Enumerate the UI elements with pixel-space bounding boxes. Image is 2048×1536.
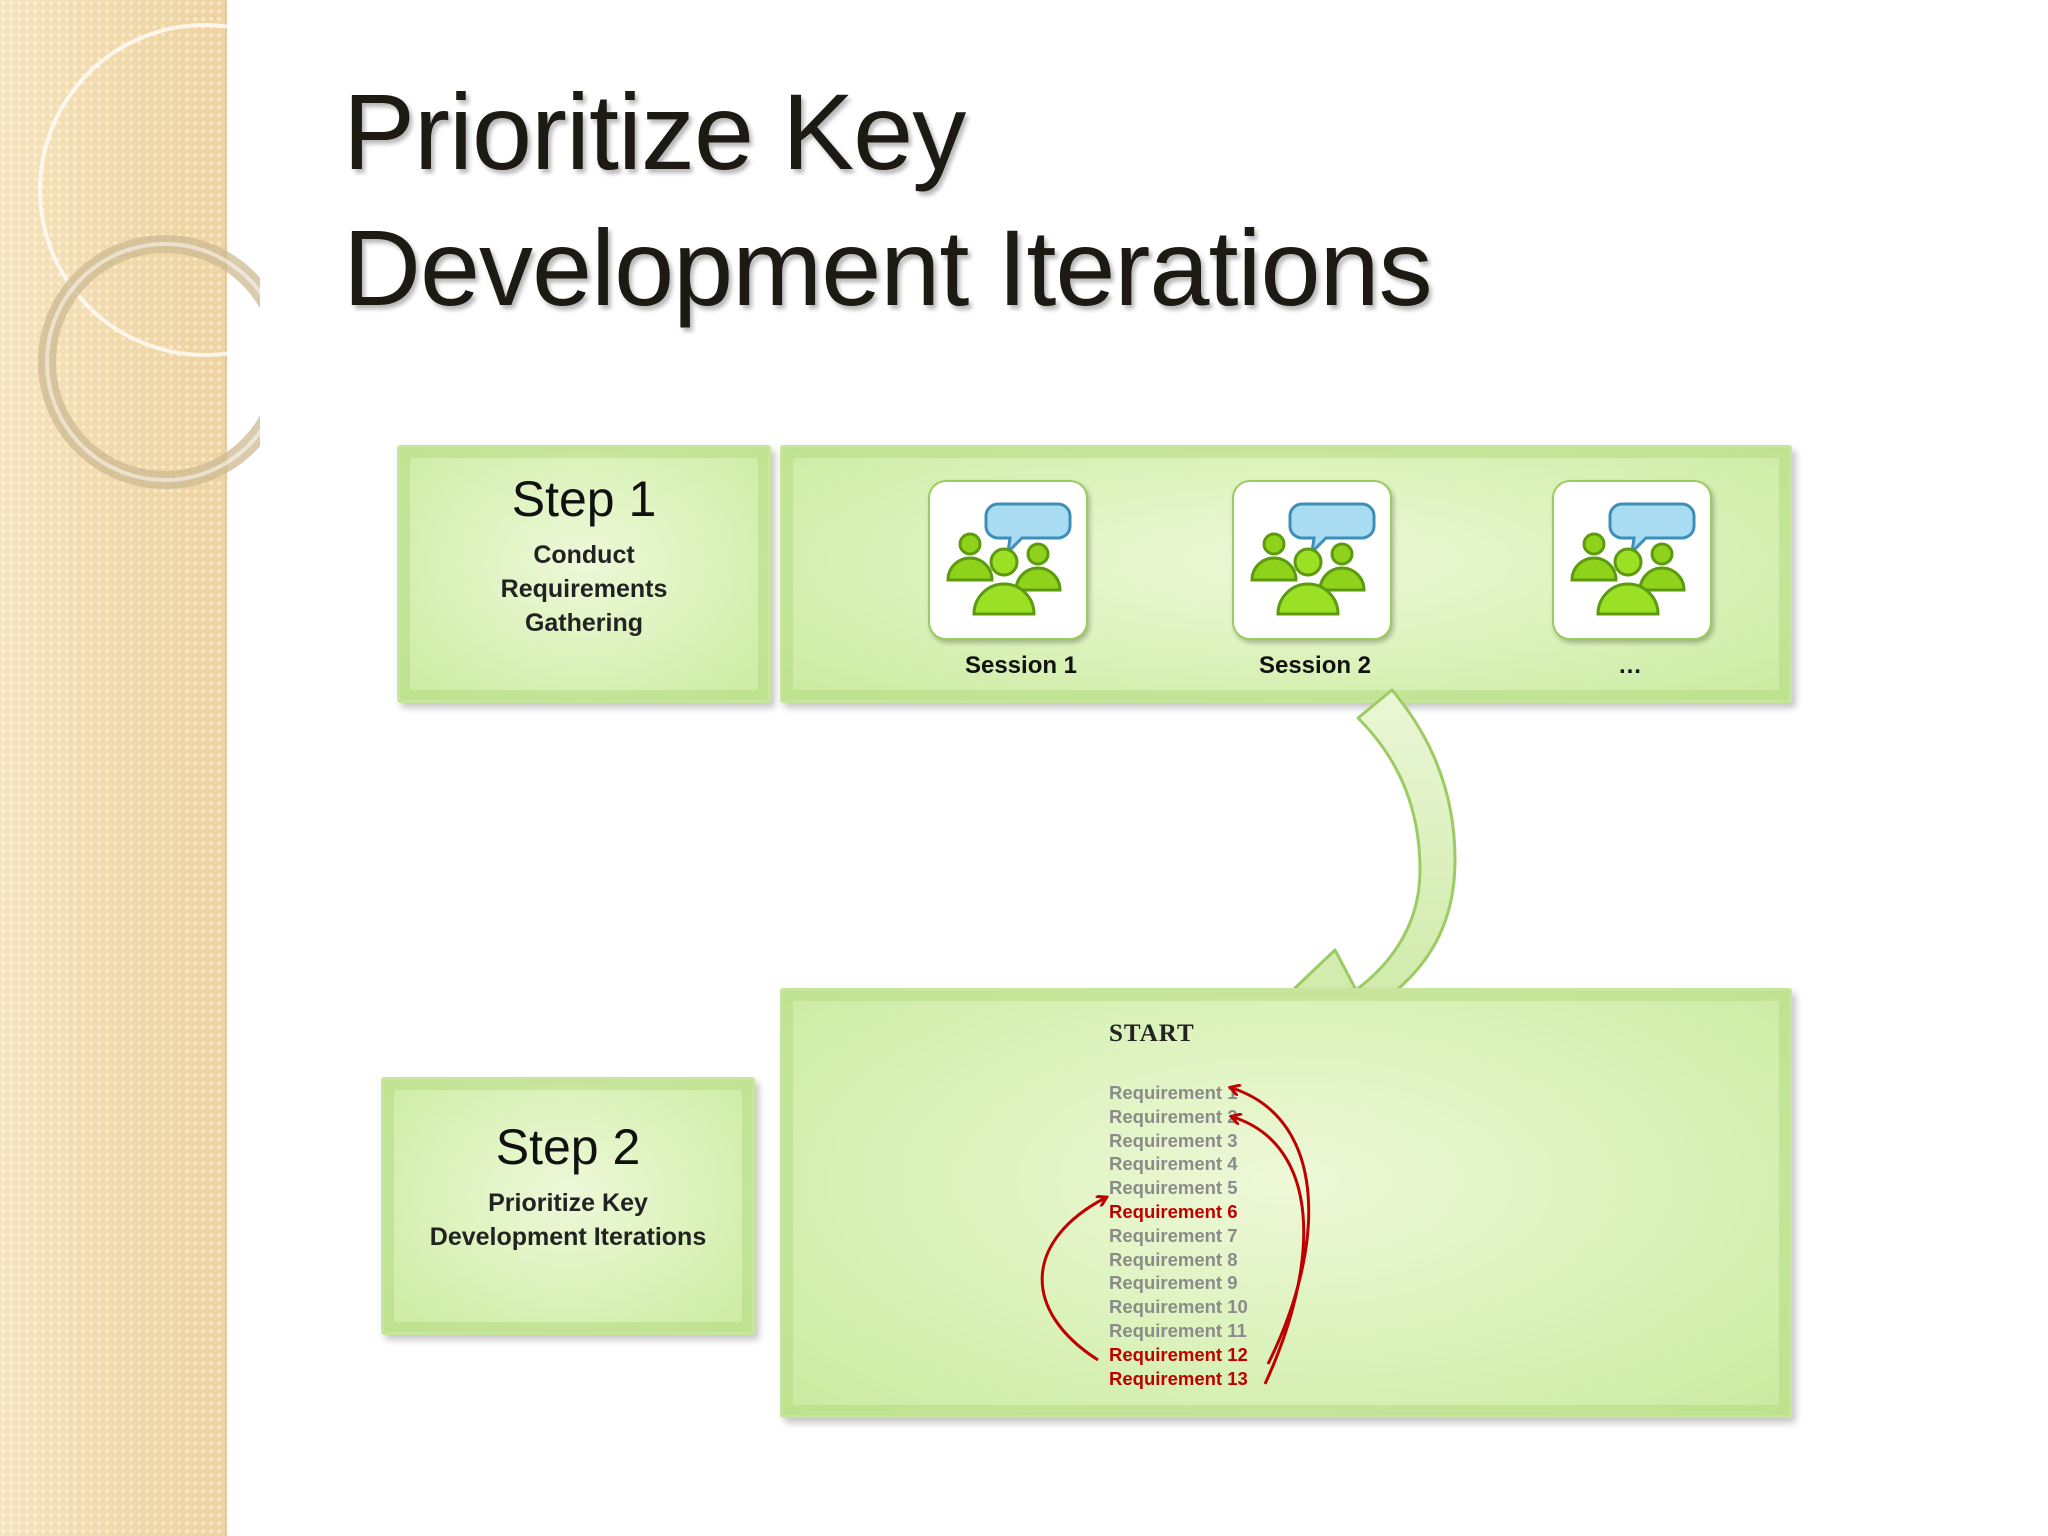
backlog-box <box>780 988 1792 1418</box>
list-item-highlighted: Requirement 6 <box>1109 1200 1238 1222</box>
list-item: Requirement 3 <box>1109 1129 1238 1151</box>
decorative-rings <box>38 23 260 489</box>
list-item: Requirement 1 <box>1109 1082 1238 1103</box>
step2-subtitle: Prioritize Key Development Iterations <box>384 1186 752 1254</box>
step2-box: Step 2 Prioritize Key Development Iterat… <box>381 1077 755 1335</box>
step1-title: Step 1 <box>511 471 657 527</box>
step1-box: Step 1 Conduct Requirements Gathering <box>397 445 771 703</box>
list-item: Requirement 8 <box>1109 1248 1238 1270</box>
step1-subtitle: Conduct Requirements Gathering <box>400 538 768 640</box>
list-item: Requirement 2 <box>1109 1105 1238 1127</box>
start-label: START <box>1109 1020 1195 1047</box>
list-item-highlighted: Requirement 13 <box>1109 1367 1248 1389</box>
slide-title-line-1: Prioritize Key <box>343 71 966 192</box>
step2-subtitle-line: Prioritize Key <box>488 1189 648 1217</box>
session-2-tile <box>1232 480 1392 640</box>
list-item: Requirement 4 <box>1109 1153 1238 1175</box>
session-label: … <box>1618 652 1642 679</box>
list-item: Requirement 10 <box>1109 1296 1248 1318</box>
people-chat-icon <box>1250 502 1376 616</box>
list-item-highlighted: Requirement 12 <box>1109 1343 1248 1365</box>
step2-subtitle-line: Development Iterations <box>429 1223 707 1251</box>
step1-subtitle-line: Gathering <box>524 609 644 637</box>
list-item: Requirement 5 <box>1109 1177 1238 1199</box>
requirements-list: Requirement 1 Requirement 2 Requirement … <box>1109 1081 1248 1390</box>
people-chat-icon <box>1570 502 1696 616</box>
session-label: Session 1 <box>964 652 1078 679</box>
list-item: Requirement 11 <box>1109 1319 1247 1341</box>
slide-title-line-2: Development Iterations <box>343 207 1433 328</box>
people-chat-icon <box>946 502 1072 616</box>
step2-title: Step 2 <box>495 1119 641 1175</box>
step1-subtitle-line: Conduct <box>533 541 635 569</box>
step1-subtitle-line: Requirements <box>500 575 668 603</box>
slide-title: Prioritize Key Development Iterations <box>343 64 1433 336</box>
session-more-tile <box>1552 480 1712 640</box>
session-label: Session 2 <box>1258 652 1372 679</box>
session-1-tile <box>928 480 1088 640</box>
list-item: Requirement 7 <box>1109 1224 1238 1246</box>
list-item: Requirement 9 <box>1109 1272 1238 1294</box>
